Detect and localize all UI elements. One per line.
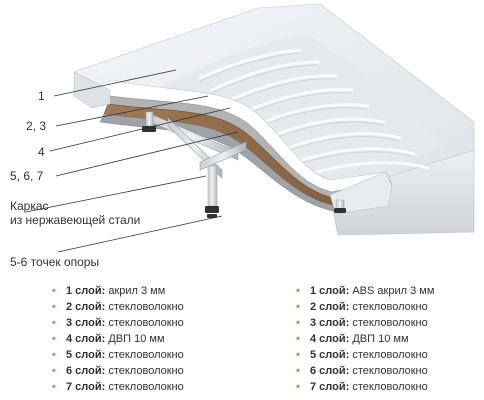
bullet-icon: • [52,333,56,345]
legend-row: • 5 слой: стекловолокно [296,347,434,363]
leader-567 [55,131,239,177]
callout-support-points: 5-6 точек опоры [10,255,100,269]
bullet-icon: • [296,333,300,345]
bullet-icon: • [296,301,300,313]
cross-section [73,71,393,215]
legend-acrylic-tray: • 1 слой: акрил 3 мм • 2 слой: стекловолокн… [52,283,184,395]
legend-abs-tray: • 1 слой: ABS акрил 3 мм • 2 слой: стеклово… [296,283,434,395]
leader-lines [25,69,239,253]
layer-name: 6 слой: [66,365,106,377]
frame-leg-1 [145,111,154,127]
legend-row: • 3 слой: стекловолокно [296,315,434,331]
layer-name: 5 слой: [310,349,350,361]
layer-name: 1 слой: [310,285,350,297]
support-foot [334,208,346,213]
layer-material: стекловолокно [108,301,184,313]
layer-material: ДВП 10 мм [352,333,409,345]
layer-material: стекловолокно [108,317,184,329]
support-foot [207,214,217,218]
shower-tray-illustration [25,3,475,253]
bullet-icon: • [52,365,56,377]
layer-material: стекловолокно [352,349,428,361]
layer-material: акрил 3 мм [108,285,166,297]
layer-material: ДВП 10 мм [108,333,165,345]
bullet-icon: • [52,285,56,297]
layer-material: стекловолокно [352,381,428,393]
layer-material: стекловолокно [352,365,428,377]
legend-row: • 6 слой: стекловолокно [296,363,434,379]
legend-row: • 4 слой: ДВП 10 мм [296,331,434,347]
layer-name: 7 слой: [66,381,106,393]
layer-name: 5 слой: [66,349,106,361]
legend-row: • 7 слой: стекловолокно [52,379,184,395]
layer-name: 2 слой: [66,301,106,313]
legend-row: • 2 слой: стекловолокно [52,299,184,315]
callout-layers-5-7: 5, 6, 7 [10,169,44,183]
legend-row: • 1 слой: ABS акрил 3 мм [296,283,434,299]
layer-name: 4 слой: [66,333,106,345]
leader-1 [53,69,177,97]
tray-rib-shadows [199,52,415,166]
layer-material: стекловолокно [108,381,184,393]
leader-supports [57,215,223,253]
legend-row: • 3 слой: стекловолокно [52,315,184,331]
bullet-icon: • [52,349,56,361]
legend-row: • 6 слой: стекловолокно [52,363,184,379]
tray-ribs [198,48,430,176]
callout-frame-line1: Каркас [10,199,49,213]
legend-row: • 7 слой: стекловолокно [296,379,434,395]
layer-name: 3 слой: [310,317,350,329]
bullet-icon: • [52,317,56,329]
layer-material: стекловолокно [352,301,428,313]
layer-name: 6 слой: [310,365,350,377]
bullet-icon: • [296,349,300,361]
callout-frame-line2: из нержавеющей стали [10,213,141,227]
legend-row: • 1 слой: акрил 3 мм [52,283,184,299]
bullet-icon: • [296,365,300,377]
support-foot [142,126,156,132]
layer-name: 3 слой: [66,317,106,329]
layer-material: стекловолокно [108,365,184,377]
bullet-icon: • [52,381,56,393]
leader-4 [49,107,231,152]
support-feet [142,126,346,218]
leader-23 [55,95,209,127]
callout-layer-4: 4 [38,145,45,159]
steel-frame [142,111,346,218]
legend-row: • 5 слой: стекловолокно [52,347,184,363]
bullet-icon: • [296,285,300,297]
layer-material: ABS акрил 3 мм [352,285,435,297]
frame-beam-cross [199,141,247,171]
frame-leg-2 [207,165,218,207]
callout-layer-1: 1 [38,89,45,103]
support-foot [205,206,219,213]
leader-frame [25,175,207,213]
layer-material: стекловолокно [352,317,428,329]
legend-row: • 4 слой: ДВП 10 мм [52,331,184,347]
layer-name: 4 слой: [310,333,350,345]
legend-row: • 2 слой: стекловолокно [296,299,434,315]
bullet-icon: • [296,317,300,329]
bullet-icon: • [52,301,56,313]
bullet-icon: • [296,381,300,393]
layer-name: 1 слой: [66,285,106,297]
layer-name: 7 слой: [310,381,350,393]
layer-name: 2 слой: [310,301,350,313]
callout-layers-2-3: 2, 3 [26,119,47,133]
tray-body [73,3,475,236]
layer-material: стекловолокно [108,349,184,361]
